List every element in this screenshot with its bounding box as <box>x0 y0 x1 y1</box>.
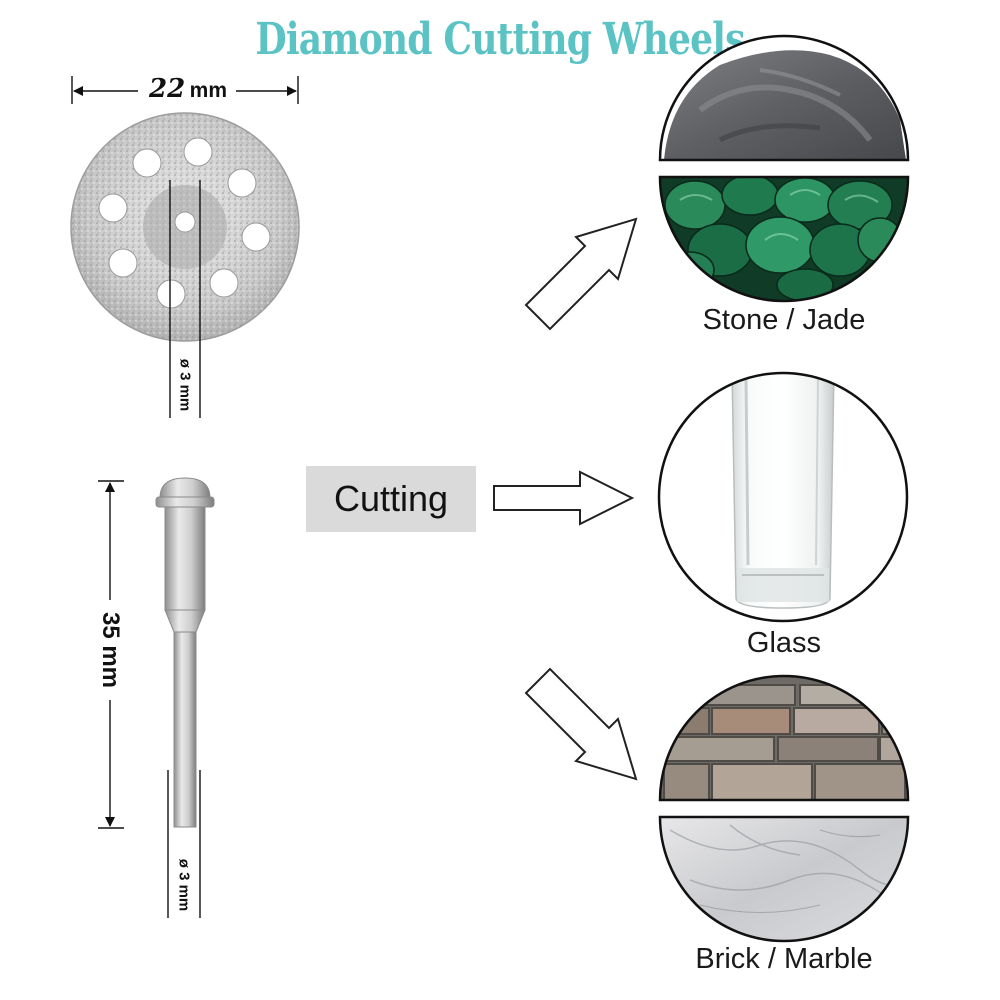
mandrel-length-label: 35 mm <box>97 611 124 689</box>
cutting-label-box: Cutting <box>306 466 476 532</box>
arrow-up-right-icon <box>524 217 638 331</box>
mandrel-length-dimension <box>98 480 124 829</box>
wheel-diameter-dimension <box>71 76 299 104</box>
arrow-down-right-icon <box>524 667 638 781</box>
mandrel-shank-dimension <box>167 770 201 918</box>
material-label-brick-marble: Brick / Marble <box>695 943 873 975</box>
brick-marble-image <box>658 674 910 943</box>
material-label-glass: Glass <box>746 627 822 659</box>
wheel-arbor-dimension <box>169 180 201 418</box>
wheel-diameter-label: 22 mm <box>140 74 236 104</box>
material-label-stone-jade: Stone / Jade <box>702 304 866 336</box>
wheel-diameter-unit: mm <box>189 79 227 102</box>
mandrel-shank-label: ø 3 mm <box>175 858 193 912</box>
arrow-right-icon <box>493 470 635 526</box>
glass-image <box>657 371 909 623</box>
wheel-arbor-label: ø 3 mm <box>176 358 194 412</box>
wheel-diameter-value: 22 <box>149 74 186 104</box>
cutting-label: Cutting <box>333 478 449 519</box>
page-title: Diamond Cutting Wheels <box>255 14 745 65</box>
stone-jade-image <box>658 34 910 303</box>
mandrel-image <box>155 477 215 828</box>
diamond-wheel-image <box>70 112 300 342</box>
